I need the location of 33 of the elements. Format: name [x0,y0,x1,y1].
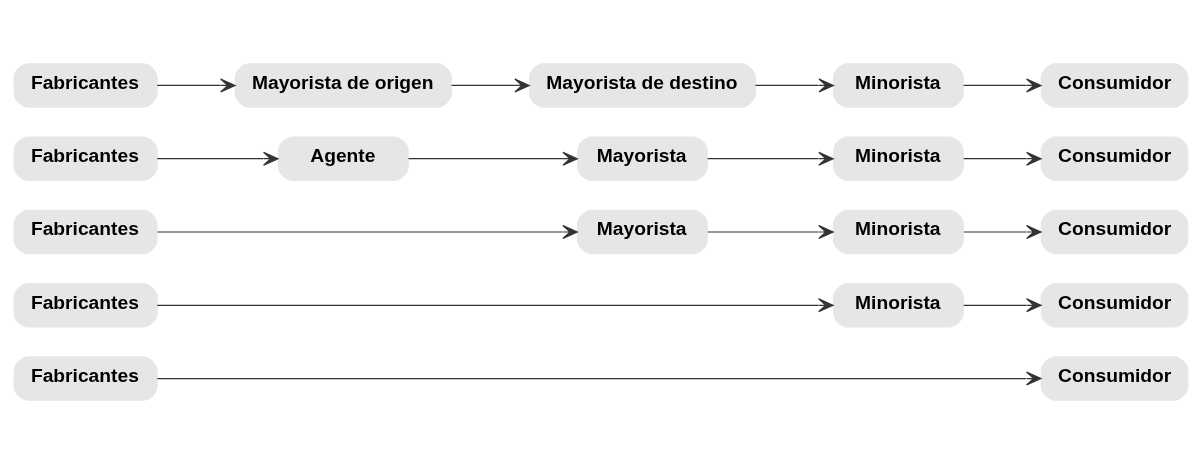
node-box: Consumidor [1040,136,1189,181]
arrow [451,78,530,93]
node-box: Mayorista de destino [528,63,756,108]
arrow [963,298,1042,313]
node-box: Fabricantes [13,356,158,401]
node-box: Consumidor [1040,63,1189,108]
node-box: Consumidor [1040,283,1189,328]
node-box: Fabricantes [13,283,158,328]
arrow [156,298,834,313]
arrow [707,224,834,240]
arrow [156,78,236,93]
node-box: Mayorista [576,136,708,181]
node-box: Minorista [832,136,964,181]
arrow [963,151,1042,166]
arrow [407,151,578,166]
node-box: Mayorista de origen [234,63,453,108]
arrow [754,78,834,93]
node-box: Minorista [832,209,964,255]
node-box: Minorista [832,63,964,108]
arrow [156,371,1042,386]
node-box: Agente [277,136,409,181]
arrow [963,224,1042,240]
node-box: Minorista [832,283,964,328]
node-box: Fabricantes [13,209,158,255]
node-box: Mayorista [576,209,708,255]
arrow [963,78,1042,93]
node-box: Consumidor [1040,209,1189,255]
arrow [707,151,834,166]
arrow [156,151,279,166]
arrow [157,224,578,240]
node-box: Fabricantes [13,136,158,181]
node-box: Consumidor [1040,356,1189,401]
node-box: Fabricantes [13,63,158,108]
